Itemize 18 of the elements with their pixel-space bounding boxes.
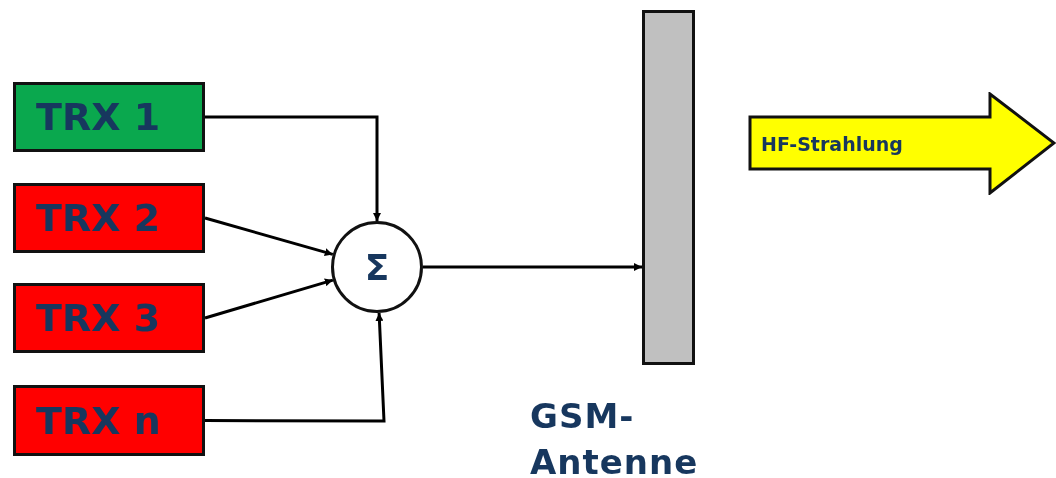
node-label: HF-Strahlung [761, 132, 903, 155]
arrow [204, 216, 334, 257]
node-label: TRX 1 [36, 95, 161, 139]
node-label: TRX n [36, 398, 161, 443]
transceiver-box [13, 283, 205, 353]
antenna-caption: GSM- Antenne [530, 395, 700, 478]
transceiver-box [13, 183, 205, 253]
arrow [423, 263, 642, 271]
sum-symbol: Σ [364, 246, 390, 288]
transceiver-box [13, 82, 205, 152]
arrow [205, 115, 381, 221]
node-label: TRX 2 [36, 196, 161, 240]
radiation-arrow [748, 92, 1056, 195]
arrow [205, 312, 386, 423]
antenna-bar [642, 10, 695, 365]
node-label: TRX 3 [36, 296, 161, 340]
transceiver-box [13, 385, 205, 456]
arrow [204, 278, 334, 320]
